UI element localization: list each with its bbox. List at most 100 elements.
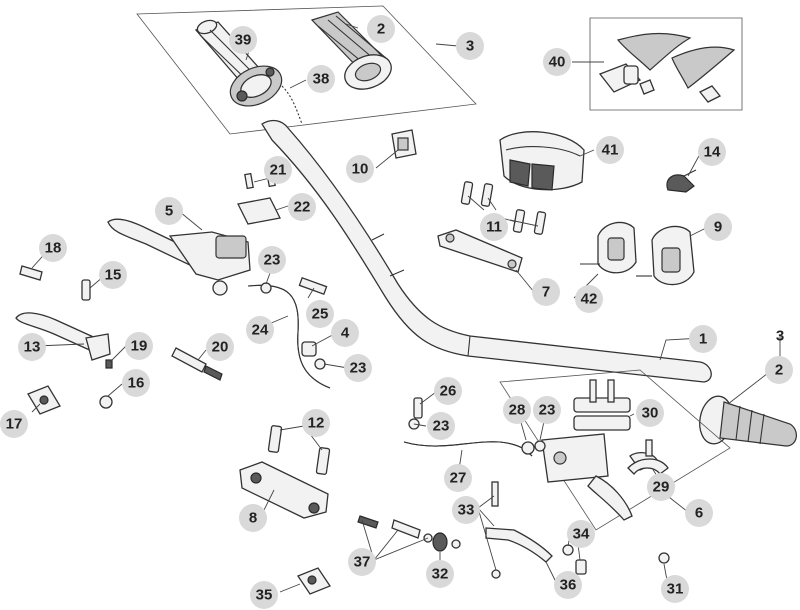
svg-text:9: 9 (714, 219, 722, 236)
svg-text:32: 32 (432, 566, 449, 583)
callout-25: 25 (306, 300, 334, 328)
svg-text:1: 1 (699, 331, 707, 348)
svg-text:5: 5 (165, 203, 173, 220)
callout-33: 33 (452, 496, 480, 524)
svg-text:23: 23 (539, 402, 556, 419)
block-35 (297, 567, 331, 595)
callout-26: 26 (434, 377, 462, 405)
adjuster-20 (171, 347, 223, 381)
callout-23-b: 23 (344, 354, 372, 382)
grip-group-frame (136, 5, 477, 135)
svg-text:29: 29 (653, 479, 670, 496)
svg-text:14: 14 (704, 144, 721, 161)
svg-text:37: 37 (354, 554, 371, 571)
callout-7: 7 (532, 278, 560, 306)
spring-set-37 (357, 515, 433, 543)
right-grip (699, 395, 797, 447)
callout-2: 2 (367, 15, 395, 43)
bushing-32 (432, 532, 461, 552)
callout-35: 35 (250, 581, 278, 609)
svg-text:22: 22 (294, 199, 311, 216)
svg-text:36: 36 (560, 577, 577, 594)
callout-30: 30 (636, 399, 664, 427)
svg-text:23: 23 (264, 252, 281, 269)
svg-text:23: 23 (433, 418, 450, 435)
callout-17: 17 (0, 410, 28, 438)
callout-1: 1 (689, 325, 717, 353)
callout-21: 21 (264, 156, 292, 184)
svg-text:3: 3 (466, 38, 474, 55)
svg-text:40: 40 (549, 54, 566, 71)
svg-text:10: 10 (352, 161, 369, 178)
callout-23-a: 23 (258, 246, 286, 274)
hand-guard-group (589, 17, 743, 111)
throttle-grip-assembly (194, 19, 303, 125)
svg-text:33: 33 (458, 502, 475, 519)
svg-text:28: 28 (509, 402, 526, 419)
callout-18: 18 (39, 234, 67, 262)
svg-text:8: 8 (249, 510, 257, 527)
callout-23-d: 23 (533, 396, 561, 424)
svg-text:25: 25 (312, 306, 329, 323)
svg-text:24: 24 (252, 322, 269, 339)
callout-2-right: 2 (765, 356, 793, 384)
svg-text:15: 15 (105, 267, 122, 284)
svg-text:39: 39 (235, 32, 252, 49)
svg-text:21: 21 (270, 162, 287, 179)
front-brake-master-cylinder (541, 379, 659, 521)
callout-20: 20 (206, 333, 234, 361)
callout-8: 8 (239, 504, 267, 532)
clip-14 (666, 169, 697, 193)
callout-31: 31 (661, 575, 689, 603)
left-grip (310, 11, 392, 90)
nut-31 (658, 552, 670, 564)
svg-text:41: 41 (602, 142, 619, 159)
callout-28: 28 (503, 396, 531, 424)
callout-36: 36 (554, 571, 582, 599)
svg-text:2: 2 (377, 21, 385, 38)
clutch-hose-24 (247, 284, 331, 389)
callout-16: 16 (122, 369, 150, 397)
screw-15 (81, 279, 91, 301)
callout-24: 24 (246, 316, 274, 344)
svg-text:26: 26 (440, 383, 457, 400)
callout-42: 42 (575, 285, 603, 313)
svg-text:4: 4 (341, 325, 350, 342)
svg-text:27: 27 (450, 470, 467, 487)
handlebar-cover (499, 131, 585, 191)
svg-text:11: 11 (486, 219, 502, 236)
callout-39: 39 (229, 26, 257, 54)
svg-text:31: 31 (667, 581, 684, 598)
nut-34 (562, 544, 587, 575)
callout-29: 29 (647, 473, 675, 501)
nut-16 (99, 395, 113, 409)
bolts-12 (267, 425, 331, 475)
svg-text:20: 20 (212, 339, 229, 356)
lever-36 (485, 527, 553, 563)
svg-text:2: 2 (775, 362, 783, 379)
callout-34: 34 (567, 520, 595, 548)
callout-10: 10 (346, 155, 374, 183)
block-17 (27, 385, 61, 415)
svg-text:19: 19 (131, 338, 148, 355)
svg-text:6: 6 (695, 505, 703, 522)
svg-text:13: 13 (24, 339, 41, 356)
callout-38: 38 (307, 65, 335, 93)
handlebar-switches (580, 221, 695, 286)
svg-text:34: 34 (573, 526, 590, 543)
callout-23-c: 23 (427, 412, 455, 440)
fitting-4 (301, 341, 317, 357)
upper-clamp (437, 229, 523, 273)
handlebar (261, 119, 712, 383)
lever-13 (15, 312, 111, 361)
callout-14: 14 (698, 138, 726, 166)
lower-clamp-8 (239, 461, 329, 519)
callout-3-right: 3 (776, 328, 784, 345)
svg-text:35: 35 (256, 587, 273, 604)
svg-text:42: 42 (581, 291, 598, 308)
pin-19 (105, 359, 113, 369)
callout-4: 4 (331, 319, 359, 347)
fitting-28 (521, 441, 535, 455)
svg-text:30: 30 (642, 405, 659, 422)
